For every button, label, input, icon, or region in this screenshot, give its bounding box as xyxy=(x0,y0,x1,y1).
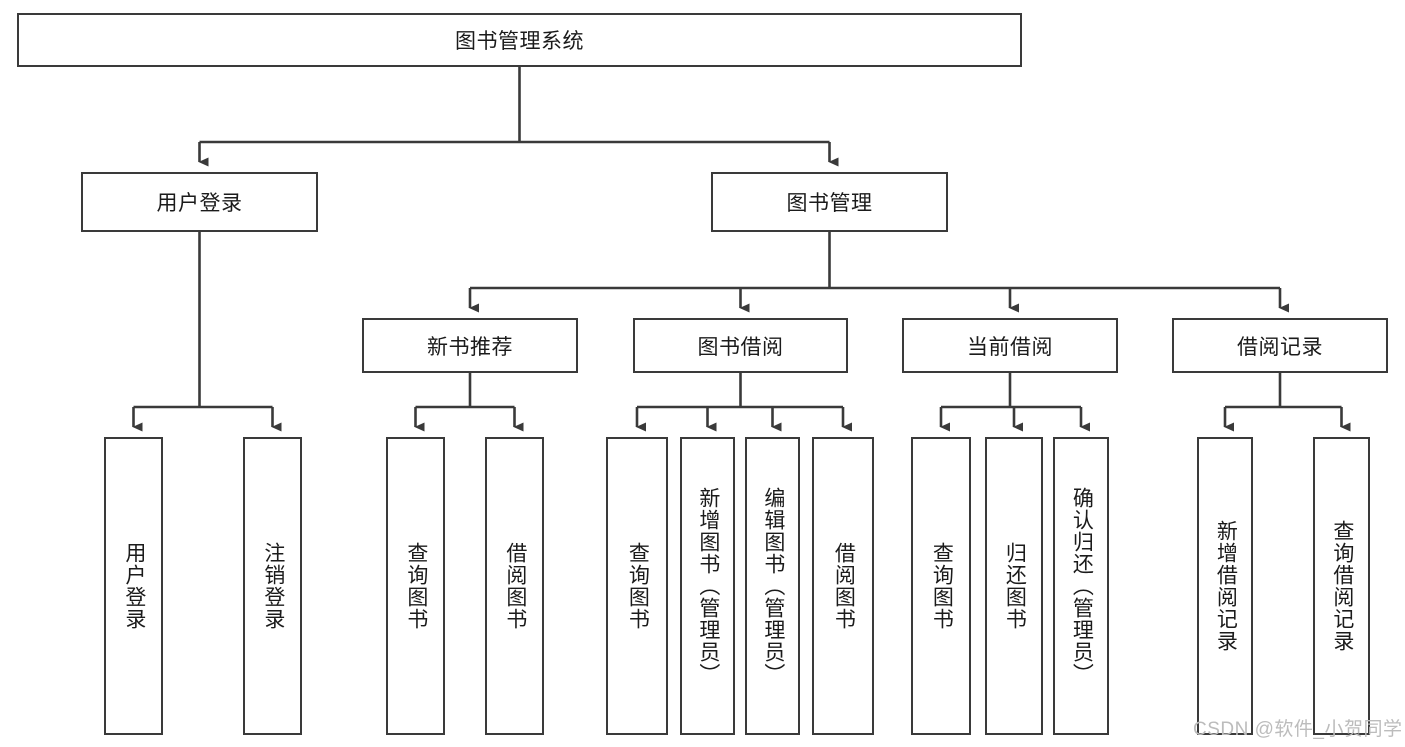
node-label: 用户登录 xyxy=(122,542,146,630)
node-label: 用户登录 xyxy=(156,192,243,215)
node-leaf-confirm-return[interactable]: 确认归还（管理员） xyxy=(1053,437,1109,735)
node-label: 确认归还（管理员） xyxy=(1070,487,1094,685)
node-leaf-borrow-book-2[interactable]: 借阅图书 xyxy=(812,437,874,735)
node-leaf-query-book-1[interactable]: 查询图书 xyxy=(386,437,445,735)
node-leaf-user-logout[interactable]: 注销登录 xyxy=(243,437,302,735)
node-label: 注销登录 xyxy=(261,542,285,630)
node-label: 新书推荐 xyxy=(427,335,513,359)
node-leaf-edit-book[interactable]: 编辑图书（管理员） xyxy=(745,437,800,735)
node-label: 借阅图书 xyxy=(503,542,527,630)
node-current[interactable]: 当前借阅 xyxy=(902,318,1118,373)
node-label: 借阅记录 xyxy=(1237,335,1323,359)
node-label: 图书借阅 xyxy=(697,335,784,359)
node-bookmgmt[interactable]: 图书管理 xyxy=(711,172,948,232)
node-label: 编辑图书（管理员） xyxy=(761,487,785,685)
node-borrow[interactable]: 图书借阅 xyxy=(633,318,848,373)
node-records[interactable]: 借阅记录 xyxy=(1172,318,1388,373)
node-label: 新增借阅记录 xyxy=(1214,520,1238,652)
node-label: 查询图书 xyxy=(930,542,954,630)
node-label: 归还图书 xyxy=(1003,542,1027,630)
node-label: 借阅图书 xyxy=(832,542,856,630)
node-label: 图书管理 xyxy=(786,192,873,215)
node-newbook[interactable]: 新书推荐 xyxy=(362,318,578,373)
node-leaf-user-login[interactable]: 用户登录 xyxy=(104,437,163,735)
node-label: 新增图书（管理员） xyxy=(696,487,720,685)
node-login[interactable]: 用户登录 xyxy=(81,172,318,232)
node-leaf-add-book[interactable]: 新增图书（管理员） xyxy=(680,437,735,735)
node-leaf-query-record[interactable]: 查询借阅记录 xyxy=(1313,437,1370,735)
node-label: 查询借阅记录 xyxy=(1330,520,1354,652)
node-leaf-add-record[interactable]: 新增借阅记录 xyxy=(1197,437,1253,735)
node-label: 查询图书 xyxy=(626,542,650,630)
node-label: 当前借阅 xyxy=(967,335,1053,359)
node-root[interactable]: 图书管理系统 xyxy=(17,13,1022,67)
node-leaf-query-book-2[interactable]: 查询图书 xyxy=(606,437,668,735)
node-leaf-borrow-book-1[interactable]: 借阅图书 xyxy=(485,437,544,735)
node-leaf-query-book-3[interactable]: 查询图书 xyxy=(911,437,971,735)
node-label: 图书管理系统 xyxy=(455,30,584,53)
node-leaf-return-book[interactable]: 归还图书 xyxy=(985,437,1043,735)
node-label: 查询图书 xyxy=(404,542,428,630)
csdn-watermark: CSDN @软件_小贺同学 xyxy=(1193,719,1403,740)
